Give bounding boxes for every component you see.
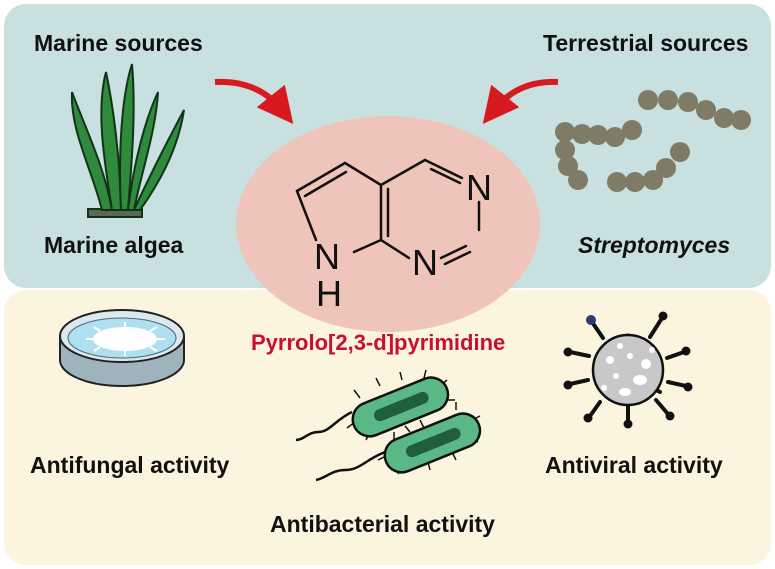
atom-nh-n: N [314,236,340,277]
antifungal-activity-label: Antifungal activity [30,452,230,478]
marine-algea-label: Marine algea [44,232,184,258]
virus-icon [563,311,693,429]
compound-name: Pyrrolo[2,3-d]pyrimidine [251,330,506,355]
bacteria-icon [295,369,482,482]
molecule-structure [295,158,481,266]
antibacterial-activity-label: Antibacterial activity [270,511,495,537]
arrow-icon [482,78,559,125]
petri-dish-icon [59,309,185,387]
marine-sources-title: Marine sources [34,30,203,56]
atom-n-bottom: N [412,242,438,283]
seaweed-icon [70,63,185,218]
terrestrial-sources-title: Terrestrial sources [543,30,749,56]
antiviral-activity-label: Antiviral activity [545,452,723,478]
streptomyces-label: Streptomyces [578,232,731,258]
streptomyces-chain-icon [555,90,751,192]
atom-n-top: N [466,167,492,208]
atom-nh-h: H [316,273,342,314]
arrow-icon [214,78,294,125]
